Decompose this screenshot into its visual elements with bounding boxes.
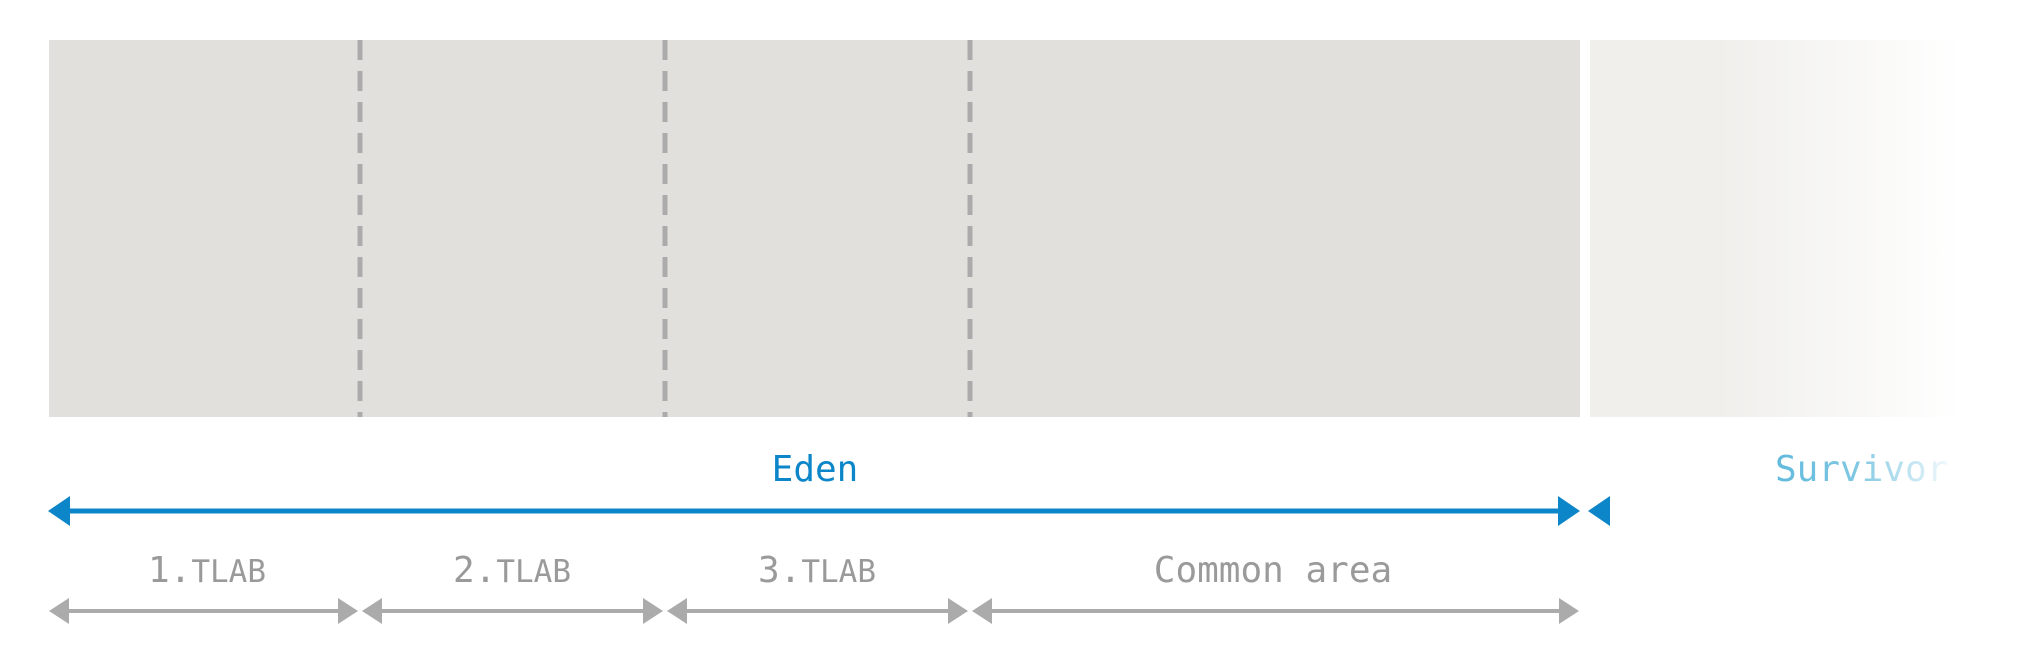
segment-arrow-2	[362, 598, 663, 624]
segment-arrow-3	[667, 598, 968, 624]
segment-2-arrowhead-right	[643, 598, 663, 624]
eden-label: Eden	[772, 449, 859, 490]
segment-3-arrowhead-left	[667, 598, 687, 624]
segment-arrow-1	[49, 598, 358, 624]
segment-2-arrowhead-left	[362, 598, 382, 624]
eden-arrowhead-right	[1558, 496, 1580, 526]
segment-1-arrowhead-left	[49, 598, 69, 624]
segment-label-4: Common area	[1154, 550, 1392, 591]
segment-label-2: 2.TLAB	[453, 550, 571, 591]
survivor-block	[1590, 40, 1962, 417]
segment-label-1: 1.TLAB	[148, 550, 266, 591]
segment-4-arrowhead-right	[1559, 598, 1579, 624]
eden-block	[49, 40, 1580, 417]
segment-3-arrowhead-right	[948, 598, 968, 624]
survivor-label: Survivor	[1775, 449, 1948, 490]
survivor-arrowhead-left	[1588, 496, 1610, 526]
eden-arrowhead-left	[48, 496, 70, 526]
segment-4-arrowhead-left	[972, 598, 992, 624]
segment-arrow-4	[972, 598, 1579, 624]
segment-1-arrowhead-right	[338, 598, 358, 624]
segment-label-3: 3.TLAB	[758, 550, 876, 591]
